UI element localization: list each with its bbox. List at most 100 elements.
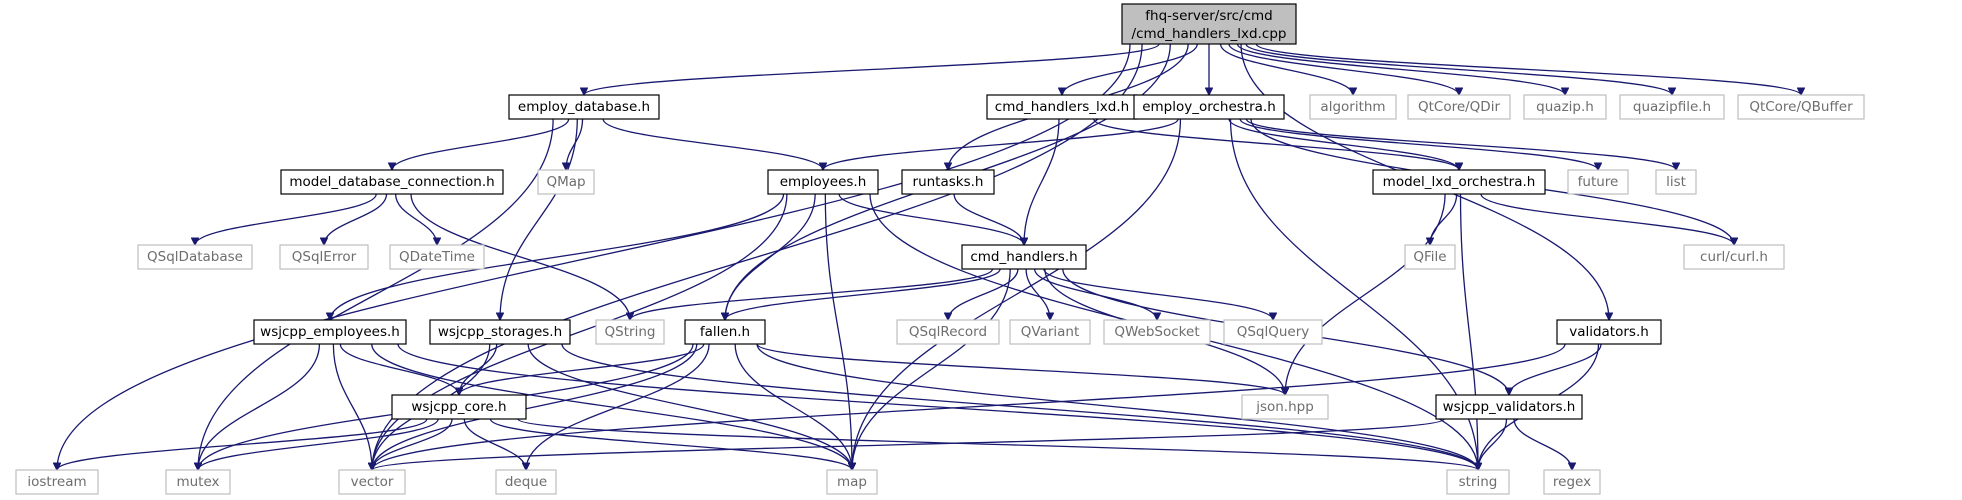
edge-model-lxd-orchestra-to-curl [1480, 193, 1734, 245]
edge-employees-to-wsjcpp-employees [330, 193, 785, 320]
edge-fallen-to-wsjcpp-core [459, 343, 705, 395]
edge-employees-to-vector [372, 193, 788, 470]
node-label: model_lxd_orchestra.h [1383, 174, 1536, 190]
edge-employees-to-map [824, 193, 852, 470]
node-qmap: QMap [537, 169, 595, 195]
node-validators[interactable]: validators.h [1556, 319, 1662, 345]
node-label: curl/curl.h [1700, 249, 1768, 265]
node-label: cmd_handlers.h [970, 249, 1077, 265]
root-file-line1: fhq-server/src/cmd [1145, 8, 1272, 24]
node-qvariant: QVariant [1009, 319, 1091, 345]
edge-runtasks-to-cmd-handlers [953, 193, 1024, 245]
edge-employees-to-cmd-handlers [838, 193, 1024, 245]
node-label: map [837, 474, 867, 490]
edge-employ-orchestra-to-future [1239, 118, 1598, 170]
node-runtasks[interactable]: runtasks.h [901, 169, 995, 195]
node-label: wsjcpp_employees.h [260, 324, 400, 340]
node-future: future [1567, 169, 1629, 195]
node-label: employees.h [780, 174, 867, 190]
node-employ-database[interactable]: employ_database.h [508, 94, 660, 120]
edge-cmd-handlers-lxd-to-model-lxd-orchestra [1093, 118, 1459, 171]
node-wsjcpp-employees[interactable]: wsjcpp_employees.h [253, 319, 407, 345]
node-label: future [1578, 174, 1619, 190]
edge-root-to-algorithm [1219, 43, 1353, 95]
edge-wsjcpp-core-to-string [517, 418, 1478, 471]
edge-employ-database-to-employees [602, 118, 823, 170]
node-qfile: QFile [1404, 244, 1456, 270]
node-qstring: QString [595, 319, 665, 345]
edge-employ-orchestra-to-map [852, 118, 1182, 470]
edge-employ-database-to-wsjcpp-storages [500, 118, 578, 320]
node-label: QMap [546, 174, 585, 190]
node-label: QtCore/QBuffer [1749, 99, 1853, 115]
edge-wsjcpp-storages-to-wsjcpp-core [459, 343, 498, 395]
node-label: runtasks.h [913, 174, 984, 190]
node-label: wsjcpp_storages.h [438, 324, 562, 340]
node-label: vector [351, 474, 394, 490]
node-qtcore-qbuffer: QtCore/QBuffer [1737, 94, 1865, 120]
node-label: QFile [1413, 249, 1446, 265]
node-algorithm: algorithm [1309, 94, 1397, 120]
edge-model-lxd-orchestra-to-qfile [1430, 193, 1458, 245]
edge-root-to-cmd-handlers-lxd [1062, 43, 1198, 95]
node-qsqlerror: QSqlError [279, 244, 369, 270]
edge-employ-orchestra-to-list [1245, 118, 1676, 171]
edge-cmd-handlers-to-fallen [725, 268, 1001, 320]
node-label: quazip.h [1536, 99, 1594, 115]
edge-model-database-connection-to-qstring [410, 193, 630, 320]
edge-model-lxd-orchestra-to-json [1285, 193, 1446, 395]
graph-nodes: fhq-server/src/cmd /cmd_handlers_lxd.cpp… [15, 3, 1865, 495]
node-wsjcpp-core[interactable]: wsjcpp_core.h [391, 394, 527, 420]
node-label: list [1666, 174, 1686, 190]
node-employees[interactable]: employees.h [767, 169, 879, 195]
node-label: json.hpp [1255, 399, 1314, 415]
node-model-lxd-orchestra[interactable]: model_lxd_orchestra.h [1372, 169, 1546, 195]
edge-model-database-connection-to-qdatetime [394, 193, 437, 245]
node-label: QVariant [1021, 324, 1080, 340]
node-wsjcpp-storages[interactable]: wsjcpp_storages.h [429, 319, 571, 345]
node-deque: deque [495, 469, 557, 495]
node-qsqlrecord: QSqlRecord [896, 319, 1000, 345]
node-employ-orchestra[interactable]: employ_orchestra.h [1133, 94, 1285, 120]
node-label: cmd_handlers_lxd.h [995, 99, 1129, 115]
node-label: QDateTime [399, 249, 475, 265]
node-label: wsjcpp_core.h [411, 399, 506, 415]
node-vector: vector [338, 469, 406, 495]
node-label: quazipfile.h [1633, 99, 1711, 115]
edge-fallen-to-vector [372, 343, 698, 470]
node-cmd-handlers-lxd[interactable]: cmd_handlers_lxd.h [986, 94, 1138, 120]
root-file-node[interactable]: fhq-server/src/cmd /cmd_handlers_lxd.cpp [1121, 3, 1297, 45]
node-quazipfile: quazipfile.h [1619, 94, 1725, 120]
node-wsjcpp-validators[interactable]: wsjcpp_validators.h [1435, 394, 1583, 420]
node-model-database-connection[interactable]: model_database_connection.h [280, 169, 504, 195]
node-label: iostream [27, 474, 86, 490]
node-label: deque [505, 474, 547, 490]
node-label: wsjcpp_validators.h [1443, 399, 1576, 415]
node-label: QString [605, 324, 656, 340]
node-fallen[interactable]: fallen.h [684, 319, 766, 345]
edge-wsjcpp-employees-to-mutex [198, 343, 321, 470]
node-json: json.hpp [1241, 394, 1329, 420]
node-mutex: mutex [165, 469, 231, 495]
edge-root-to-qtcore-qdir [1228, 43, 1459, 95]
edge-validators-to-wsjcpp-validators [1509, 343, 1602, 395]
edge-fallen-to-json [756, 343, 1285, 396]
node-label: QtCore/QDir [1418, 99, 1500, 115]
node-qwebsocket: QWebSocket [1103, 319, 1211, 345]
node-label: QWebSocket [1114, 324, 1199, 340]
edge-model-database-connection-to-qsqlerror [324, 193, 388, 245]
edge-wsjcpp-employees-to-wsjcpp-core [339, 343, 459, 395]
node-label: regex [1553, 474, 1591, 490]
edge-root-to-qtcore-qbuffer [1255, 43, 1801, 96]
node-list: list [1655, 169, 1697, 195]
edge-fallen-to-map [734, 343, 852, 470]
edge-cmd-handlers-to-map [852, 268, 1011, 470]
node-label: validators.h [1569, 324, 1649, 340]
edge-wsjcpp-validators-to-regex [1513, 418, 1572, 470]
edge-cmd-handlers-to-qstring [630, 268, 994, 320]
node-label: mutex [176, 474, 219, 490]
node-cmd-handlers[interactable]: cmd_handlers.h [961, 244, 1087, 270]
edge-root-to-employ-database [584, 43, 1160, 96]
edge-root-to-vector [372, 43, 1143, 470]
